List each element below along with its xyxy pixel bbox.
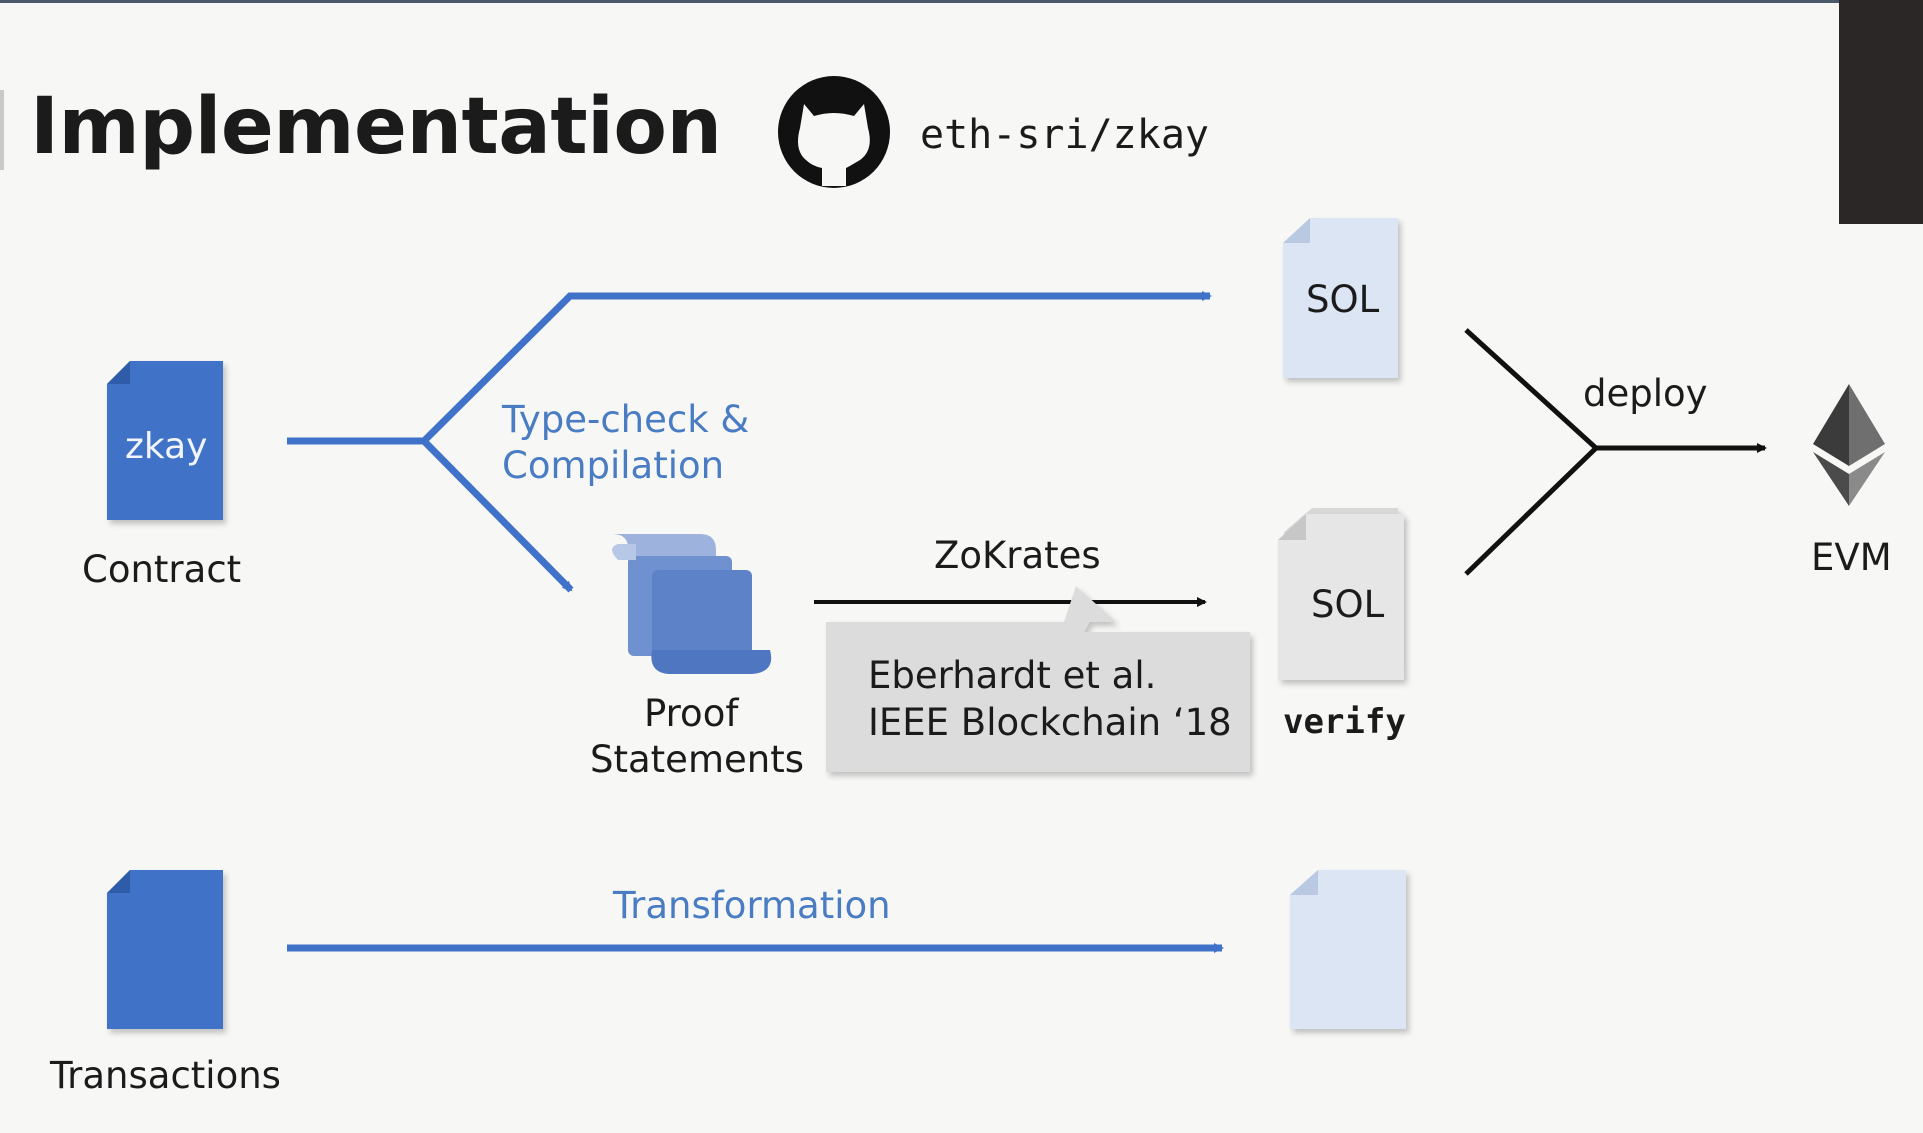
- proof-label-line1: Proof: [644, 692, 739, 735]
- sol-file-icon[interactable]: [1283, 218, 1398, 378]
- citation-line1: Eberhardt et al.: [868, 654, 1157, 697]
- deploy-label: deploy: [1583, 372, 1708, 415]
- verify-label: verify: [1283, 702, 1406, 742]
- transactions-label: Transactions: [50, 1054, 281, 1097]
- proof-label-line2: Statements: [590, 738, 804, 781]
- contract-file-text: zkay: [125, 426, 208, 467]
- repo-name[interactable]: eth-sri/zkay: [920, 112, 1209, 158]
- transactions-file-icon[interactable]: [107, 870, 223, 1029]
- evm-label: EVM: [1811, 536, 1892, 579]
- output-file-icon[interactable]: [1290, 870, 1406, 1029]
- contract-label: Contract: [82, 548, 242, 591]
- zokrates-label: ZoKrates: [934, 534, 1101, 577]
- sol-verify-text: SOL: [1311, 583, 1385, 626]
- sol-verify-file-icon[interactable]: [1278, 508, 1404, 680]
- deploy-lines: [1464, 328, 1767, 576]
- top-border: [0, 0, 1923, 3]
- webcam-overlay: [1839, 0, 1923, 224]
- typecheck-label-line2: Compilation: [502, 444, 725, 487]
- citation-callout: [826, 586, 1250, 772]
- page-title: Implementation: [30, 82, 722, 172]
- github-icon[interactable]: [778, 76, 890, 188]
- scroll-icon[interactable]: [612, 534, 772, 674]
- contract-file-icon[interactable]: [107, 361, 223, 520]
- transformation-label: Transformation: [613, 884, 891, 927]
- typecheck-label-line1: Type-check &: [502, 398, 750, 441]
- compile-flow-lines: [287, 291, 1212, 593]
- sol-top-text: SOL: [1306, 278, 1380, 321]
- slide-edge-marker: [0, 90, 4, 170]
- citation-line2: IEEE Blockchain ‘18: [868, 701, 1232, 744]
- ethereum-icon[interactable]: [1813, 384, 1885, 506]
- citation-text: Eberhardt et al. IEEE Blockchain ‘18: [868, 652, 1232, 746]
